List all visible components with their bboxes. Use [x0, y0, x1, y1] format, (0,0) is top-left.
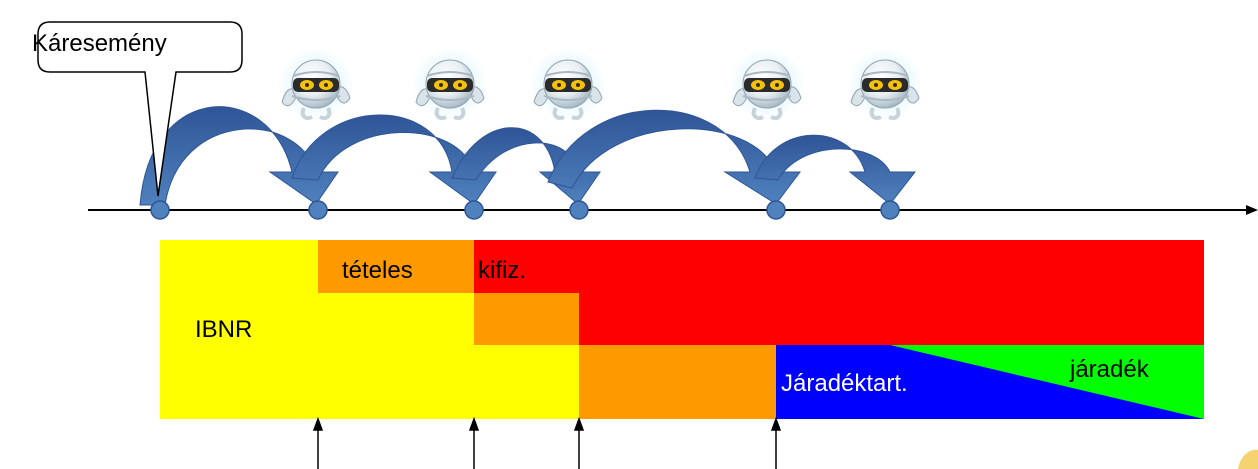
timeline-node-icon [569, 200, 589, 220]
label-kifiz: kifiz. [478, 257, 526, 284]
mummy-icon [410, 46, 490, 122]
region-kifiz-top [474, 240, 1204, 293]
label-jaradektart: Járadéktart. [781, 370, 908, 397]
mummy-icon [727, 46, 807, 122]
timeline-node-icon [150, 200, 170, 220]
curved-arrow-icon [139, 106, 339, 206]
jump-arrows [139, 106, 917, 206]
up-arrow-icon [770, 416, 782, 431]
timeline-node-icon [766, 200, 786, 220]
timeline-nodes [150, 200, 900, 220]
timeline-node-icon [464, 200, 484, 220]
timeline-node-icon [880, 200, 900, 220]
region-jaradek [890, 345, 1204, 419]
label-teteles: tételes [342, 257, 413, 284]
up-arrow-icon [312, 416, 324, 431]
label-ibnr: IBNR [195, 316, 253, 343]
region-kifiz-mid [579, 293, 1204, 345]
corner-decoration-icon [1238, 449, 1258, 469]
region-teteles-mid [474, 293, 579, 345]
bottom-markers [312, 416, 782, 469]
timeline-arrowhead-icon [1246, 205, 1258, 215]
callout-bubble [37, 21, 243, 197]
mummy-icon [845, 46, 925, 122]
up-arrow-icon [468, 416, 480, 431]
region-teteles-low [579, 345, 776, 419]
up-arrow-icon [573, 416, 585, 431]
callout-label: Káresemény [32, 30, 167, 57]
mummy-icon [276, 46, 356, 122]
region-teteles-top [318, 240, 474, 293]
mummy-icon [528, 46, 608, 122]
timeline-node-icon [308, 200, 328, 220]
label-jaradek: járadék [1070, 356, 1149, 383]
